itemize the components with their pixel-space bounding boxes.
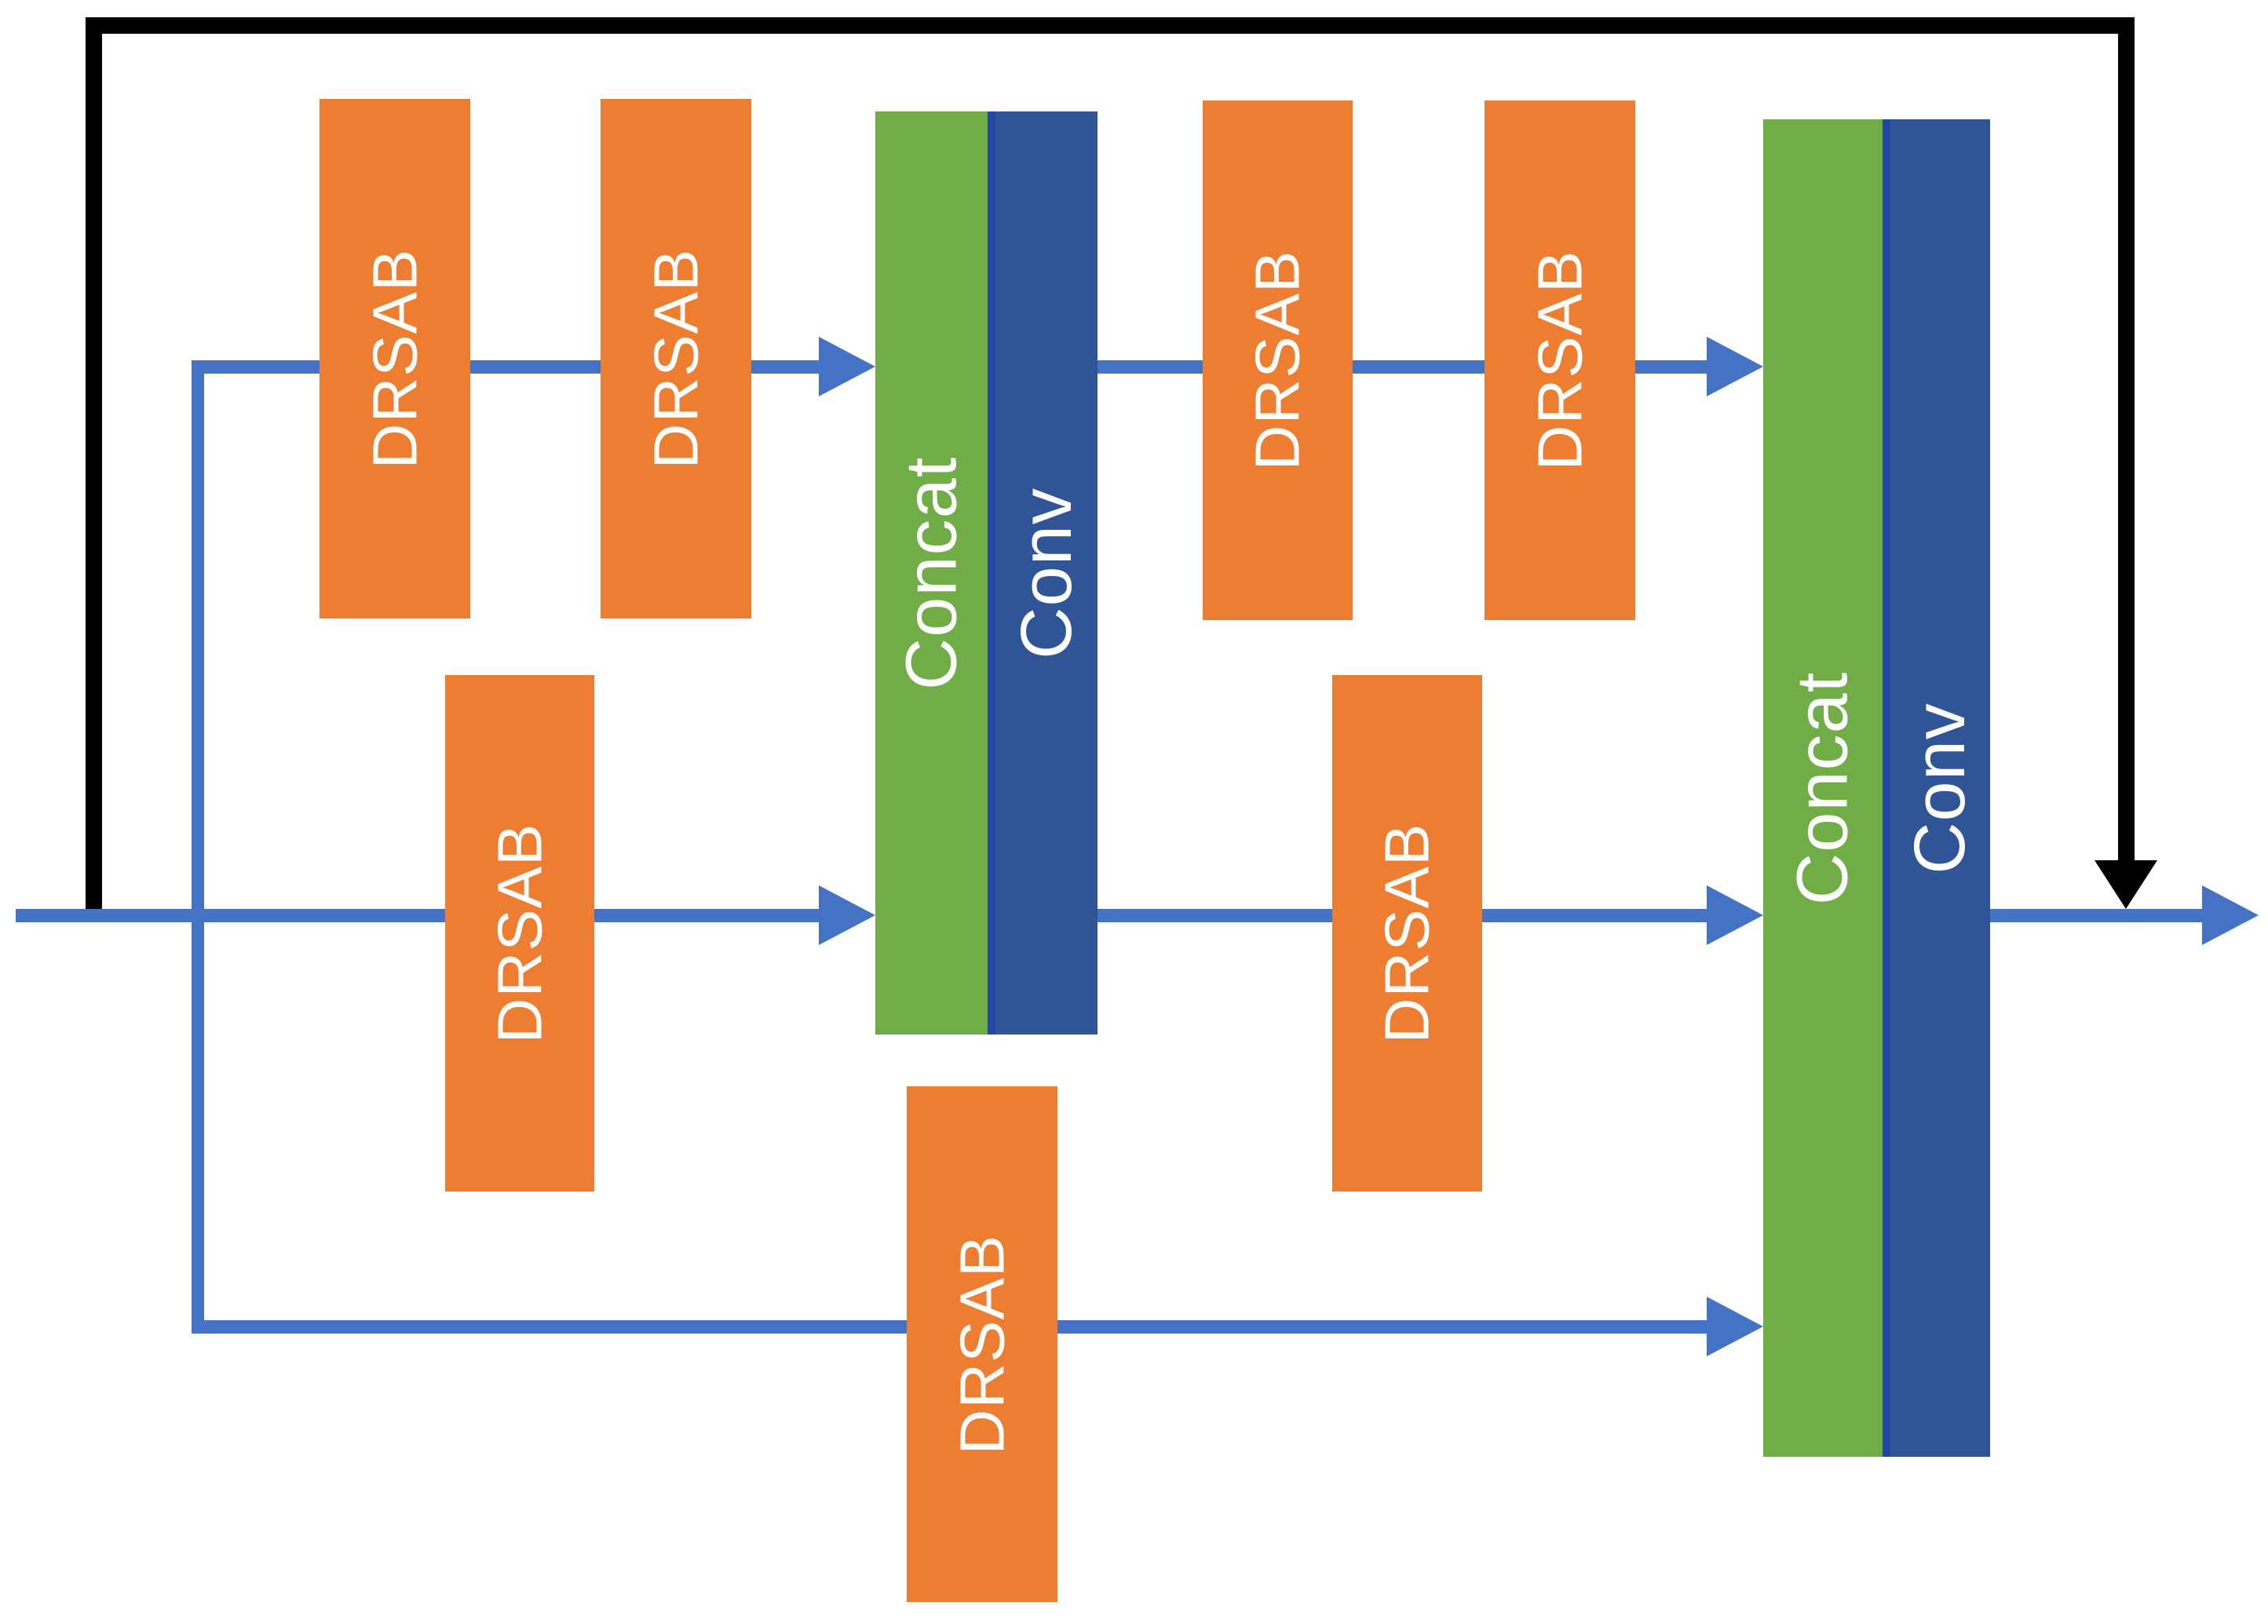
- drsab-block-top-2: DRSAB: [601, 99, 751, 619]
- output-flow-line: [1990, 909, 2210, 922]
- input-flow-line-middle: [16, 909, 827, 922]
- arrowhead-bottom-into-concat2-icon: [1707, 1297, 1763, 1356]
- branch-split-vertical-line: [192, 360, 204, 1334]
- conv-label: Conv: [1900, 702, 1980, 874]
- skip-connection-right-segment: [2118, 17, 2135, 860]
- drsab-block-top-1: DRSAB: [320, 99, 470, 619]
- concat-block-2: Concat: [1763, 119, 1883, 1457]
- drsab-label: DRSAB: [1371, 823, 1442, 1044]
- drsab-block-middle-1: DRSAB: [445, 675, 594, 1192]
- skip-connection-top-segment: [86, 17, 2135, 34]
- conv-block-2: Conv: [1883, 119, 1990, 1457]
- concat-block-1: Concat: [875, 111, 988, 1035]
- skip-connection-left-segment: [86, 17, 102, 922]
- conv-block-1: Conv: [988, 111, 1097, 1035]
- drsab-label: DRSAB: [1242, 250, 1313, 471]
- concat-label: Concat: [1782, 671, 1863, 905]
- drsab-block-middle-2: DRSAB: [1332, 675, 1482, 1192]
- arrowhead-top-into-concat1-icon: [819, 337, 875, 396]
- drsab-label: DRSAB: [947, 1234, 1017, 1454]
- skip-connection-arrowhead-icon: [2095, 860, 2157, 909]
- arrowhead-top-into-concat2-icon: [1707, 337, 1763, 396]
- drsab-block-top-4: DRSAB: [1485, 100, 1635, 620]
- drsab-block-bottom-1: DRSAB: [907, 1086, 1057, 1602]
- drsab-block-top-3: DRSAB: [1203, 100, 1353, 620]
- conv-label: Conv: [1006, 487, 1087, 659]
- drsab-label: DRSAB: [484, 823, 554, 1044]
- drsab-label: DRSAB: [1525, 250, 1594, 471]
- arrowhead-middle-into-concat2-icon: [1707, 885, 1763, 945]
- drsab-label: DRSAB: [641, 248, 710, 469]
- concat-label: Concat: [891, 456, 971, 690]
- output-arrowhead-icon: [2202, 885, 2259, 945]
- arrowhead-middle-into-concat1-icon: [819, 885, 875, 945]
- drsab-label: DRSAB: [360, 248, 429, 469]
